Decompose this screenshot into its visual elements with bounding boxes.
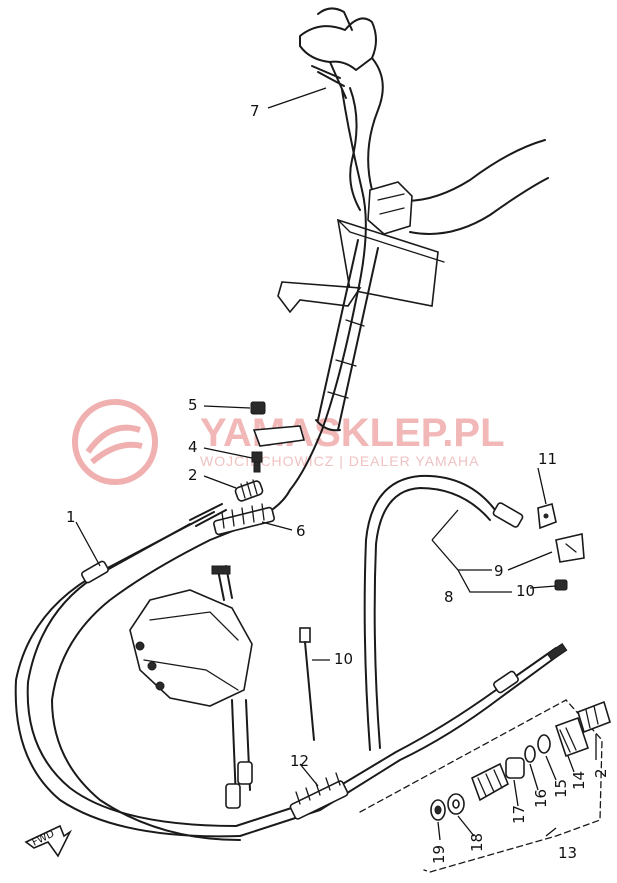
part-17-nut — [505, 757, 525, 779]
callout-15: 15 — [552, 779, 570, 798]
part-4-nut — [250, 401, 266, 415]
callout-12: 12 — [290, 752, 309, 770]
cable-1 — [14, 511, 241, 838]
fwd-arrow: FWD — [24, 824, 73, 858]
part-15-washer — [537, 734, 551, 754]
callout-16: 16 — [532, 789, 550, 808]
callout-2a: 2 — [188, 466, 198, 484]
leader-lines — [75, 87, 597, 841]
callout-18: 18 — [468, 833, 486, 852]
callout-17: 17 — [510, 805, 528, 824]
callout-9: 10 — [516, 582, 535, 600]
watermark-logo — [72, 399, 158, 485]
part-19-ring — [430, 799, 446, 821]
part-9-nut — [554, 579, 568, 591]
callout-5: 6 — [296, 522, 306, 540]
part-2-boot — [234, 479, 264, 502]
carburetor-assembly — [129, 565, 253, 707]
callout-1: 1 — [66, 508, 76, 526]
callout-14: 14 — [570, 771, 588, 790]
watermark: YAMASKLEP.PL WOJCIECHOWICZ | DEALER YAMA… — [72, 399, 505, 485]
steering-assembly — [277, 7, 549, 432]
callout-4: 5 — [188, 396, 198, 414]
callouts: 7 5 4 2 1 6 11 9 10 8 10 12 13 19 18 17 … — [66, 102, 610, 864]
part-2-sleeve — [577, 700, 611, 734]
callout-10: 10 — [334, 650, 353, 668]
part-11-bracket — [537, 502, 557, 530]
callout-2b: 2 — [592, 768, 610, 778]
part-14-fitting — [554, 716, 590, 758]
part-10-cable-tie — [299, 627, 315, 741]
part-18-washer — [447, 793, 465, 815]
callout-3: 4 — [188, 438, 198, 456]
throttle-cable-upper — [289, 89, 367, 491]
cable-7 — [363, 474, 499, 751]
callout-8: 9 — [494, 562, 504, 580]
part-17-connector — [471, 762, 510, 802]
watermark-brand: YAMASKLEP.PL — [200, 411, 505, 455]
callout-11: 11 — [538, 450, 557, 468]
callout-19: 19 — [430, 845, 448, 864]
callout-13: 13 — [558, 844, 577, 862]
cable-12 — [239, 653, 561, 837]
part-3-bolt — [251, 451, 263, 473]
group-13-frame — [359, 699, 603, 873]
part-8-cover — [555, 533, 585, 563]
callout-7: 8 — [444, 588, 454, 606]
callout-6: 7 — [250, 102, 260, 120]
part-16-ring — [524, 745, 536, 763]
watermark-tagline: WOJCIECHOWICZ | DEALER YAMAHA — [200, 453, 479, 469]
